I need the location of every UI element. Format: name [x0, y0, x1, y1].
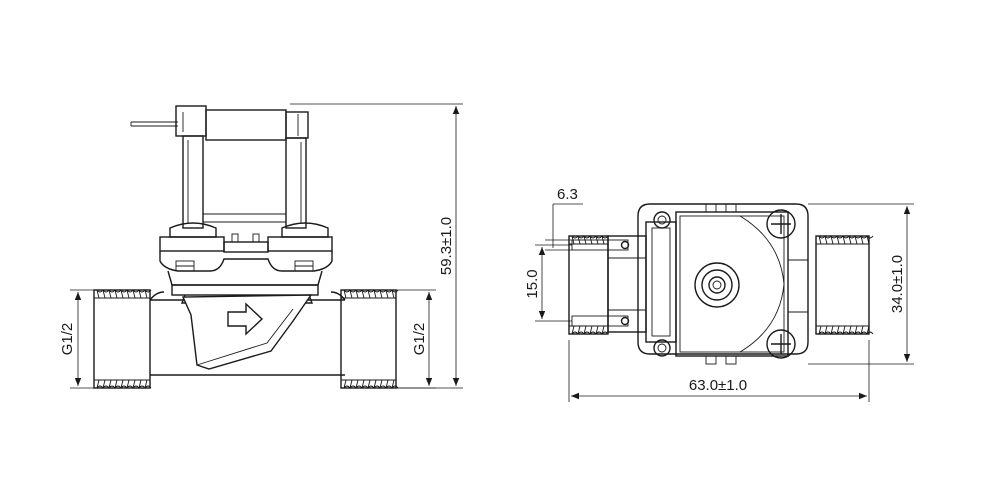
thread-flank: [144, 379, 148, 389]
thread-flank: [866, 325, 870, 335]
thread-flank: [571, 325, 575, 335]
right-thread: [340, 289, 399, 389]
height-label: 59.3±1.0: [438, 217, 455, 275]
thread-flank: [96, 379, 100, 389]
thread-flank: [842, 325, 846, 335]
thread-flank: [836, 325, 840, 335]
thread-flank: [126, 289, 130, 299]
thread-flank: [349, 379, 353, 389]
flow-arrow-icon: [227, 302, 264, 336]
thread-flank: [391, 289, 395, 299]
thread-outline: [93, 289, 151, 389]
thread-flank: [583, 325, 587, 335]
wire-lead: [130, 121, 178, 127]
thread-flank: [848, 235, 852, 245]
thread-flank: [860, 325, 864, 335]
thread-flank: [120, 379, 124, 389]
thread-flank: [126, 379, 130, 389]
thread-flank: [842, 235, 846, 245]
left-thread: [93, 289, 152, 389]
valve-body-top: [637, 203, 809, 365]
thread-flank: [120, 289, 124, 299]
flow-direction-plate: [181, 294, 313, 370]
thread-outline: [340, 289, 397, 389]
thread-flank: [866, 235, 870, 245]
thread-flank: [355, 379, 359, 389]
armature-icon: [694, 262, 740, 308]
thread-flank: [385, 289, 389, 299]
thread-flank: [108, 379, 112, 389]
thread-flank: [589, 325, 593, 335]
thread-flank: [367, 289, 371, 299]
thread-flank: [848, 325, 852, 335]
thread-flank: [379, 289, 383, 299]
top-right-thread: [815, 235, 874, 335]
thread-flank: [102, 379, 106, 389]
thread-flank: [144, 289, 148, 299]
thread-flank: [854, 235, 858, 245]
thread-flank: [114, 289, 118, 299]
right-thread-dimension: G1/2: [395, 289, 436, 389]
thread-flank: [96, 289, 100, 299]
thread-flank: [132, 289, 136, 299]
thread-flank: [860, 235, 864, 245]
thread-flank: [595, 325, 599, 335]
coil-housing: [175, 105, 309, 141]
terminal-pitch-dimension: 15.0: [524, 244, 572, 322]
body-width-label: 34.0±1.0: [889, 255, 906, 313]
thread-flank: [577, 325, 581, 335]
thread-flank: [373, 289, 377, 299]
thread-outline: [568, 235, 609, 335]
side-view: 59.3±1.0 G1/2 G1/2: [59, 103, 463, 389]
coil-columns: [182, 135, 307, 229]
thread-flank: [818, 325, 822, 335]
thread-flank: [102, 289, 106, 299]
thread-flank: [379, 379, 383, 389]
terminal-width-dimension: 6.3: [545, 186, 583, 251]
overall-length-dimension: 63.0±1.0: [568, 340, 870, 402]
top-view: 6.3 15.0 34.0±1.0 63.0±1.0: [524, 186, 914, 402]
thread-flank: [391, 379, 395, 389]
thread-flank: [836, 235, 840, 245]
right-thread-label: G1/2: [411, 323, 428, 356]
thread-flank: [824, 325, 828, 335]
thread-flank: [824, 235, 828, 245]
thread-flank: [361, 289, 365, 299]
thread-outline: [815, 235, 870, 335]
mounting-flange: [159, 222, 333, 272]
terminal-pitch-label: 15.0: [524, 269, 541, 298]
left-thread-dimension: G1/2: [59, 289, 94, 389]
body-width-dimension: 34.0±1.0: [808, 203, 914, 365]
thread-flank: [132, 379, 136, 389]
thread-flank: [830, 235, 834, 245]
height-dimension: 59.3±1.0: [290, 103, 463, 389]
left-thread-label: G1/2: [59, 323, 76, 356]
thread-flank: [343, 289, 347, 299]
thread-flank: [367, 379, 371, 389]
terminal-width-label: 6.3: [557, 186, 578, 203]
thread-flank: [818, 235, 822, 245]
thread-flank: [601, 325, 605, 335]
mounting-holes: [653, 211, 671, 357]
thread-flank: [385, 379, 389, 389]
overall-length-label: 63.0±1.0: [689, 377, 747, 394]
thread-flank: [138, 379, 142, 389]
thread-flank: [349, 289, 353, 299]
thread-flank: [373, 379, 377, 389]
screw-top-icon: [766, 209, 796, 239]
thread-flank: [361, 379, 365, 389]
thread-flank: [138, 289, 142, 299]
thread-flank: [854, 325, 858, 335]
top-left-thread: [568, 235, 609, 335]
screw-bottom-icon: [766, 329, 796, 359]
thread-flank: [830, 325, 834, 335]
thread-flank: [355, 289, 359, 299]
terminal-pins: [571, 239, 630, 327]
thread-flank: [108, 289, 112, 299]
thread-flank: [343, 379, 347, 389]
thread-flank: [114, 379, 118, 389]
